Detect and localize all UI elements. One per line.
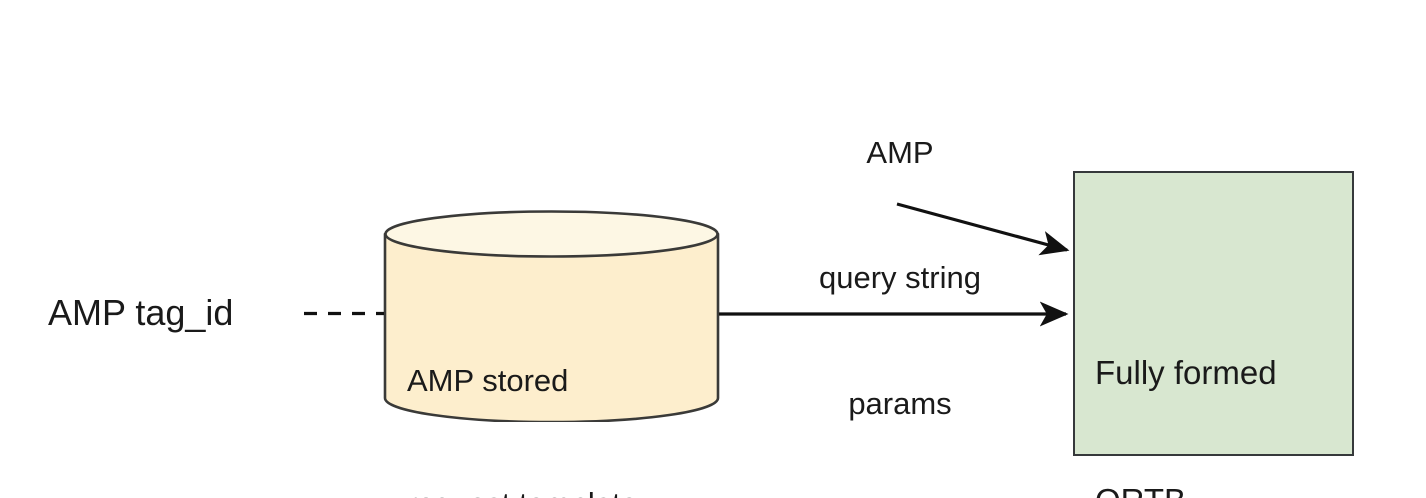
ortb-line-2: ORTB: [1095, 480, 1345, 498]
annotation-line-3: params: [848, 385, 952, 421]
datastore-label: AMP stored request template: [407, 279, 707, 498]
annotation-line-1: AMP: [866, 134, 934, 170]
amp-tag-id-label: AMP tag_id: [48, 292, 234, 333]
datastore-line-2: request template: [407, 484, 707, 498]
fully-formed-ortb-box[interactable]: Fully formed ORTB: [1073, 171, 1354, 498]
cylinder-shape: [383, 210, 720, 422]
datastore-cylinder-node[interactable]: AMP stored request template: [383, 210, 720, 498]
ortb-line-1: Fully formed: [1095, 353, 1277, 391]
amp-query-string-params-label: AMP query string params: [792, 48, 1008, 498]
annotation-line-2: query string: [819, 260, 981, 296]
ortb-box-label: Fully formed ORTB: [1095, 266, 1345, 498]
datastore-line-1: AMP stored: [407, 362, 569, 398]
